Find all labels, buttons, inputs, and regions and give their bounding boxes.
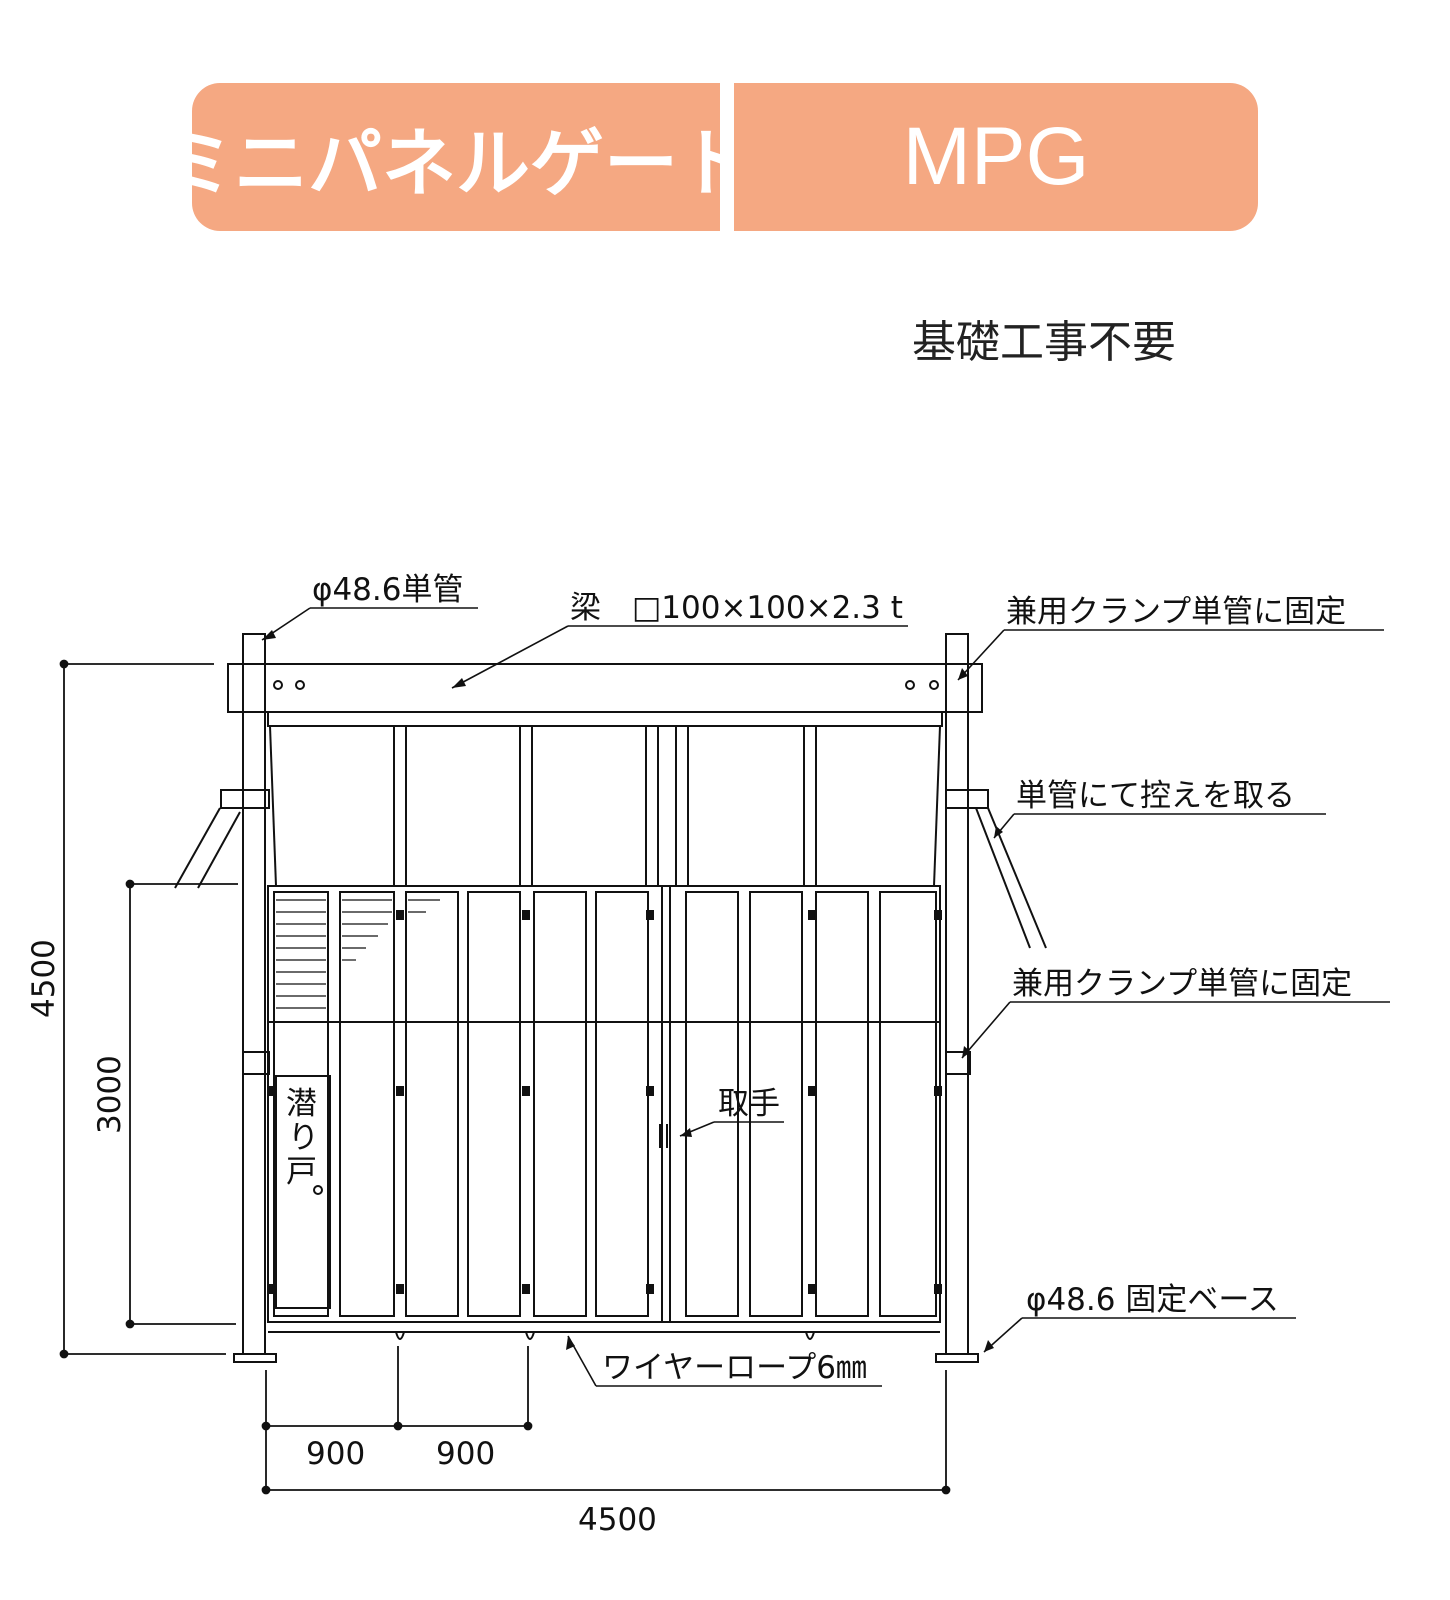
label-wire: ワイヤーロープ6㎜ <box>602 1350 867 1386</box>
bolt <box>929 680 939 690</box>
product-code: MPG <box>734 83 1258 231</box>
label-brace: 単管にて控えを取る <box>1016 778 1295 814</box>
left-post <box>242 633 266 1355</box>
base-plate-right <box>935 1353 979 1363</box>
dim-total-width: 4500 <box>578 1502 657 1538</box>
dim-panel-height: 3000 <box>92 1055 128 1134</box>
label-base: φ48.6 固定ベース <box>1026 1282 1279 1318</box>
brace-right <box>975 807 1031 949</box>
label-clamp-mid: 兼用クランプ単管に固定 <box>1012 966 1352 1002</box>
dim-panel-width-1: 900 <box>306 1436 365 1472</box>
bolt <box>295 680 305 690</box>
label-wicket-2: り <box>288 1120 319 1156</box>
beam <box>227 663 983 713</box>
title-header: ミニパネルゲート MPG <box>160 83 1258 231</box>
bolt <box>905 680 915 690</box>
label-clamp-top: 兼用クランプ単管に固定 <box>1006 594 1346 630</box>
wicket-door <box>275 1075 331 1309</box>
right-clamp <box>945 789 989 809</box>
base-plate-left <box>233 1353 277 1363</box>
brace-left <box>174 807 221 889</box>
dim-total-height: 4500 <box>26 939 62 1018</box>
title-ja: ミニパネルゲート <box>160 83 752 231</box>
label-beam: 梁 □100×100×2.3 t <box>570 590 903 626</box>
label-handle: 取手 <box>718 1086 780 1122</box>
bolt <box>273 680 283 690</box>
right-post <box>945 633 969 1355</box>
subtitle: 基礎工事不要 <box>912 317 1176 368</box>
label-wicket-3: 戸 <box>286 1154 317 1190</box>
left-clamp <box>220 789 270 809</box>
brick-pattern <box>276 899 440 1009</box>
panel-frame <box>267 885 941 1323</box>
label-wicket-1: 潜 <box>286 1086 317 1122</box>
dim-panel-width-2: 900 <box>436 1436 495 1472</box>
label-pipe-top: φ48.6単管 <box>312 572 463 608</box>
